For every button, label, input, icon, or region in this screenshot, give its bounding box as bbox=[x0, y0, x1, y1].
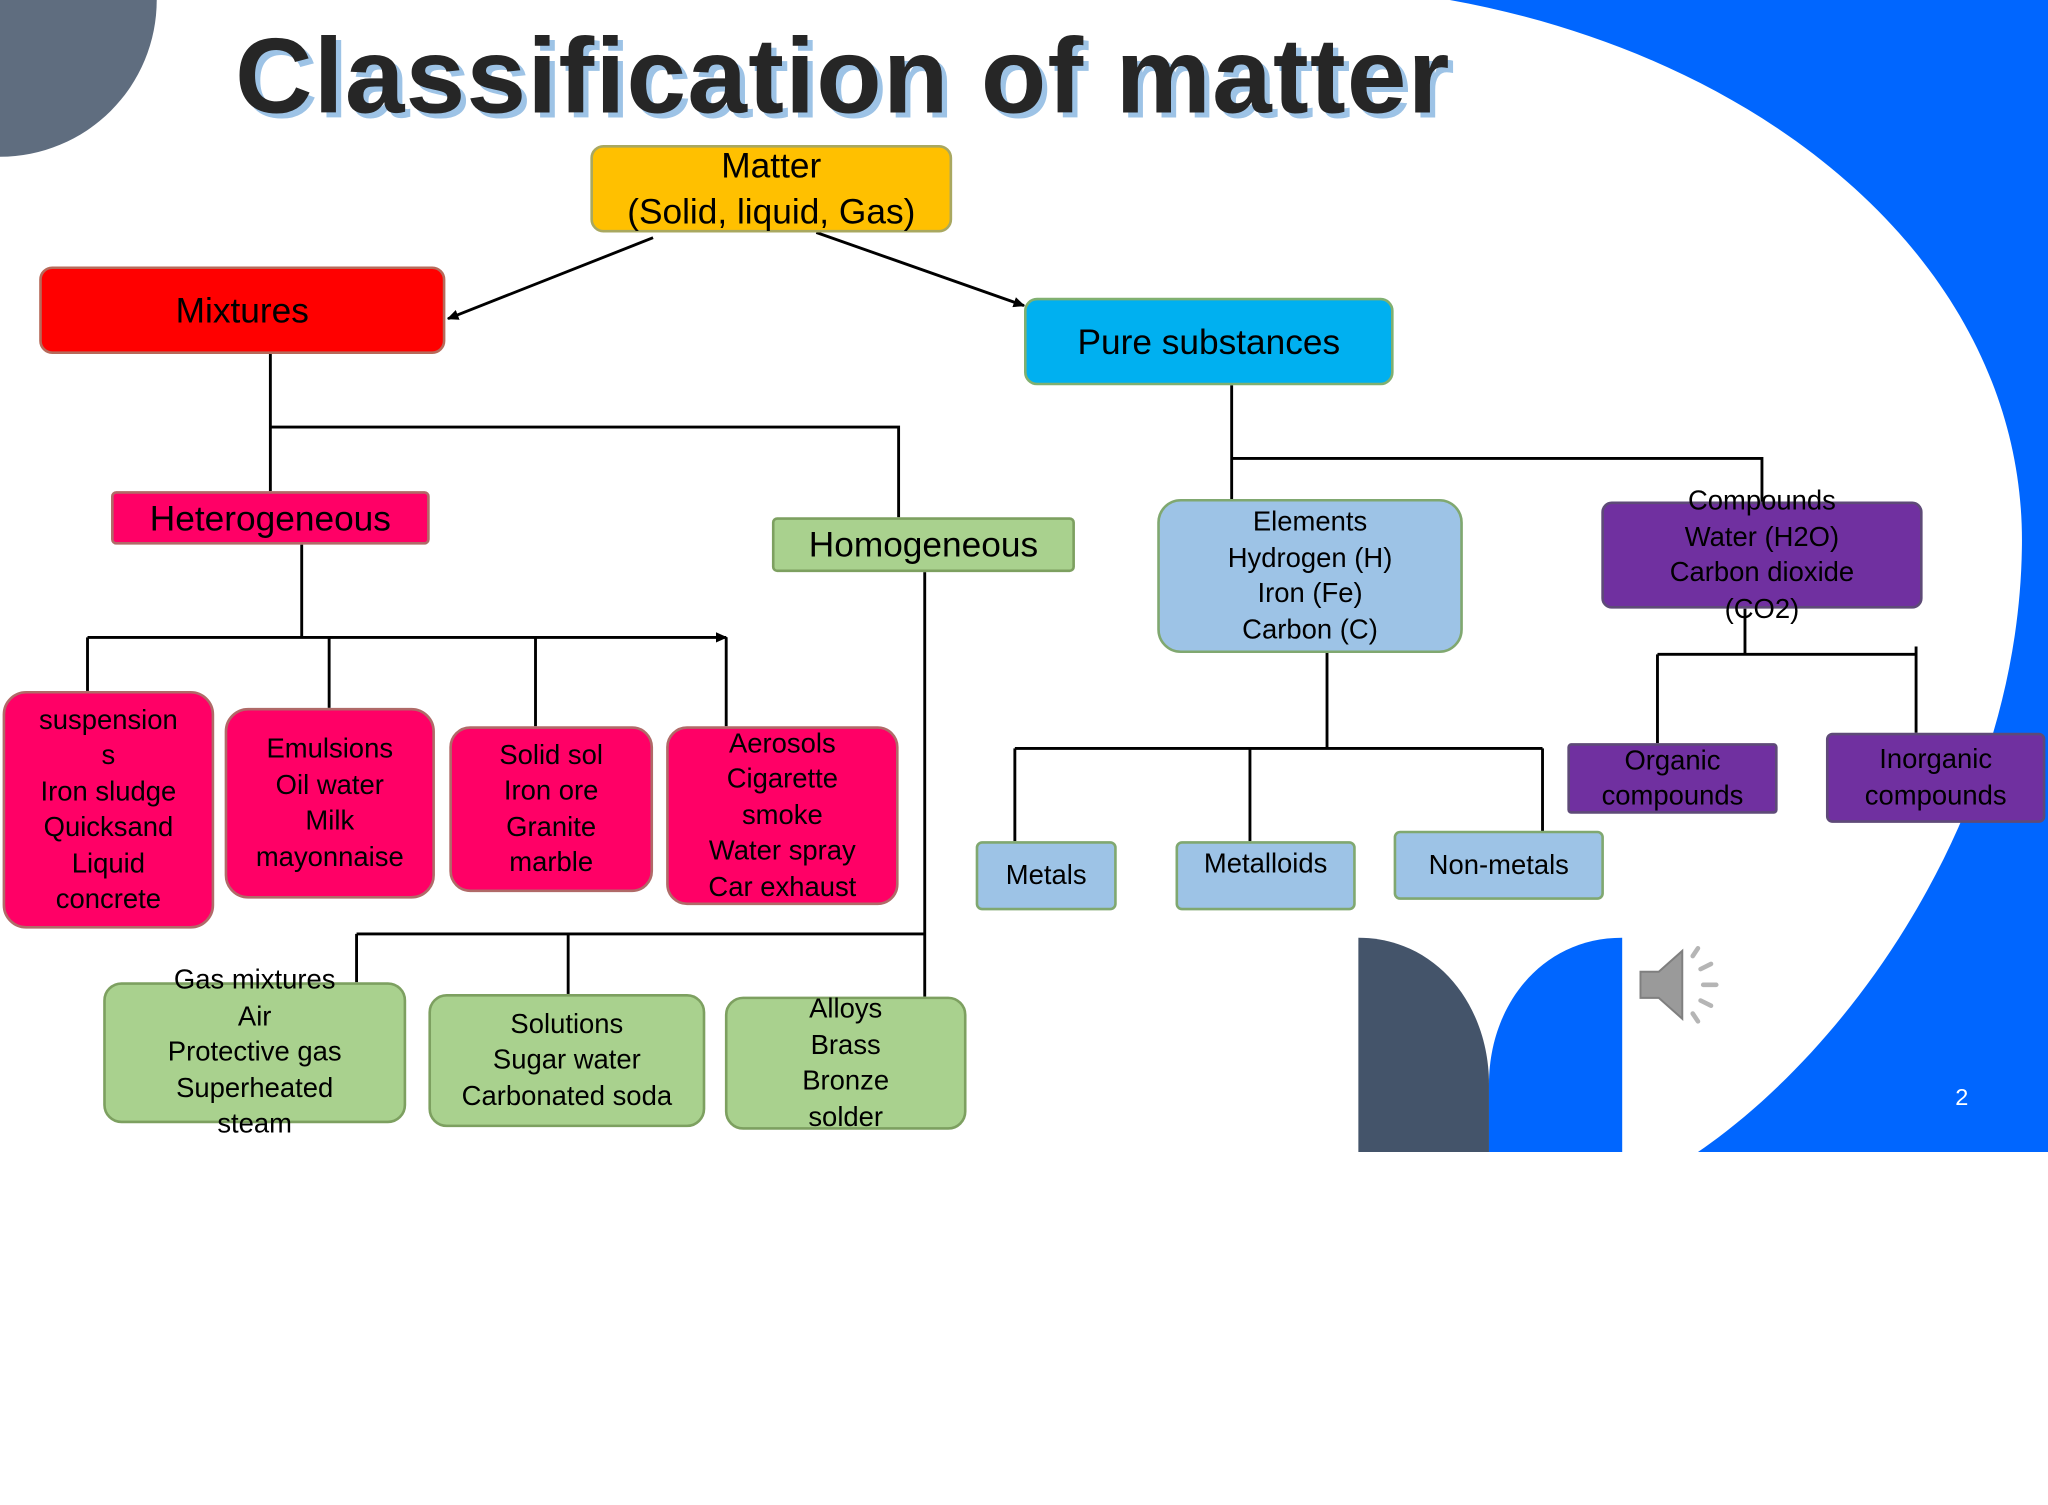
node-suspensions: suspension s Iron sludge Quicksand Liqui… bbox=[2, 690, 215, 929]
node-alloys: Alloys Brass Bronze solder bbox=[724, 994, 967, 1132]
node-heterogeneous-label: Heterogeneous bbox=[149, 498, 391, 538]
connector-lines bbox=[86, 231, 1918, 997]
node-alloys-label: Alloys Brass Bronze solder bbox=[802, 993, 890, 1132]
node-aerosols-label: Aerosols Cigarette smoke Water spray Car… bbox=[708, 728, 857, 903]
bottom-blue-leaf bbox=[1488, 937, 1623, 1152]
node-solutions-label: Solutions Sugar water Carbonated soda bbox=[461, 1009, 673, 1112]
node-homogeneous-label: Homogeneous bbox=[808, 525, 1039, 565]
node-solutions: Solutions Sugar water Carbonated soda bbox=[428, 993, 706, 1128]
right-blue-curve bbox=[1449, 0, 2048, 1152]
node-mixtures-label: Mixtures bbox=[175, 290, 309, 330]
node-compounds: Compounds Water (H2O) Carbon dioxide (CO… bbox=[1601, 486, 1923, 624]
node-mixtures: Mixtures bbox=[39, 266, 446, 354]
arrow-matter-to-pure-substances bbox=[815, 231, 1026, 308]
node-organic-compounds-label: Organic compounds bbox=[1601, 745, 1744, 812]
top-left-quarter-circle bbox=[0, 0, 157, 157]
node-elements-label: Elements Hydrogen (H) Iron (Fe) Carbon (… bbox=[1227, 506, 1393, 645]
node-non-metals: Non-metals bbox=[1393, 830, 1604, 900]
node-metalloids-label: Metalloids bbox=[1203, 848, 1328, 880]
node-metalloids: Metalloids bbox=[1175, 841, 1356, 911]
node-compounds-label: Compounds Water (H2O) Carbon dioxide (CO… bbox=[1669, 485, 1855, 624]
node-matter: Matter (Solid, liquid, Gas) bbox=[590, 144, 953, 233]
slide-background-shapes bbox=[0, 0, 2048, 1152]
node-gas-mixtures: Gas mixtures Air Protective gas Superhea… bbox=[103, 966, 407, 1139]
node-pure-substances-label: Pure substances bbox=[1077, 321, 1341, 362]
line-pure-to-compounds bbox=[1231, 457, 1764, 502]
node-aerosols: Aerosols Cigarette smoke Water spray Car… bbox=[666, 726, 899, 906]
node-emulsions: Emulsions Oil water Milk mayonnaise bbox=[224, 707, 435, 899]
node-inorganic-compounds: Inorganic compounds bbox=[1825, 732, 2046, 823]
slide-title: Classification of matter bbox=[235, 16, 1451, 136]
node-metals-label: Metals bbox=[1005, 860, 1087, 891]
speaker-icon[interactable] bbox=[1635, 943, 1721, 1027]
arrow-matter-to-mixtures bbox=[446, 236, 654, 321]
node-solid-sol: Solid sol Iron ore Granite marble bbox=[449, 726, 654, 893]
node-elements: Elements Hydrogen (H) Iron (Fe) Carbon (… bbox=[1157, 498, 1463, 654]
bottom-slate-leaf bbox=[1358, 937, 1489, 1152]
slide-number: 2 bbox=[1955, 1084, 1969, 1111]
node-suspensions-label: suspension s Iron sludge Quicksand Liqui… bbox=[39, 704, 178, 915]
node-heterogeneous: Heterogeneous bbox=[111, 491, 430, 545]
node-gas-mixtures-label: Gas mixtures Air Protective gas Superhea… bbox=[167, 965, 342, 1140]
node-emulsions-label: Emulsions Oil water Milk mayonnaise bbox=[255, 734, 404, 872]
node-homogeneous: Homogeneous bbox=[771, 517, 1075, 573]
line-mixtures-to-homogeneous bbox=[270, 425, 901, 518]
node-pure-substances: Pure substances bbox=[1023, 297, 1394, 386]
node-solid-sol-label: Solid sol Iron ore Granite marble bbox=[499, 739, 604, 878]
node-metals: Metals bbox=[975, 841, 1117, 911]
node-inorganic-compounds-label: Inorganic compounds bbox=[1864, 744, 2007, 811]
node-non-metals-label: Non-metals bbox=[1428, 849, 1569, 880]
node-matter-label: Matter (Solid, liquid, Gas) bbox=[627, 145, 916, 231]
node-organic-compounds: Organic compounds bbox=[1567, 743, 1778, 814]
